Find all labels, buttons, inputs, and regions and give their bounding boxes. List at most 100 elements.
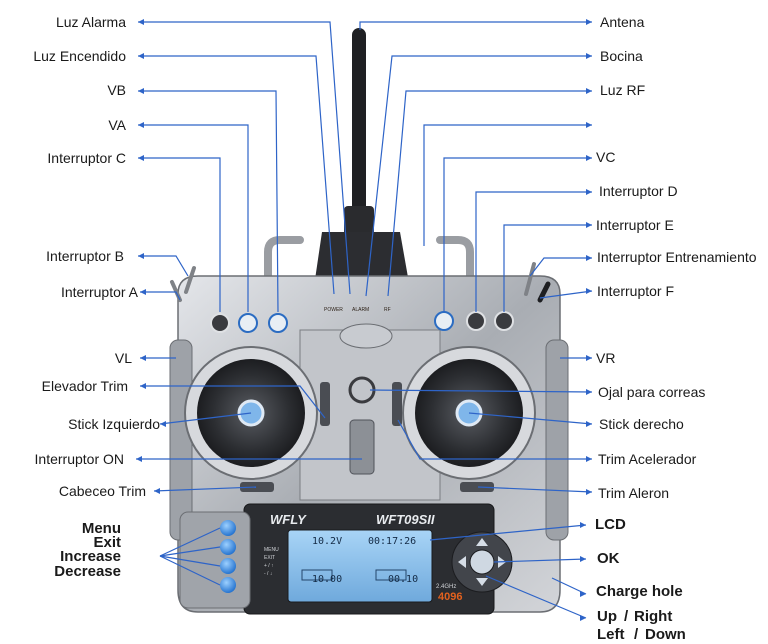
- device-markings: WFLY WFT09SII 4096 2.4GHz POWER ALARM RF…: [264, 307, 462, 603]
- label-stick-derecho: Stick derecho: [599, 416, 684, 432]
- label-interruptor-f: Interruptor F: [597, 283, 675, 299]
- label-vl: VL: [114, 350, 132, 366]
- label-up: Up: [597, 608, 617, 625]
- arrowhead-23: [586, 421, 592, 427]
- arrowhead-26: [580, 522, 586, 528]
- label-right: Right: [634, 608, 673, 625]
- top-switches: [170, 262, 551, 349]
- arrowhead-3: [138, 122, 144, 128]
- lcd-timer: 00:17:26: [368, 536, 416, 547]
- label-ojal-para-correas: Ojal para correas: [598, 384, 706, 400]
- arrowhead-17: [586, 189, 592, 195]
- label-trim-acelerador: Trim Acelerador: [598, 451, 697, 467]
- key-label-exit: EXIT: [264, 555, 275, 561]
- arrowhead-28: [580, 591, 586, 597]
- lcd-voltage: 10.2V: [312, 536, 342, 547]
- leader-va: [138, 124, 249, 312]
- leader-luz-alarma: [138, 21, 351, 295]
- key-label-increase: + / ↑: [264, 563, 274, 569]
- brand-logo: WFLY: [270, 512, 307, 527]
- arrowhead-12: [586, 19, 592, 25]
- label-interruptor-c: Interruptor C: [47, 150, 126, 166]
- label-cabeceo-trim: Cabeceo Trim: [58, 483, 146, 499]
- indicator-alarm: ALARM: [352, 307, 369, 313]
- arrowhead-11: [154, 488, 160, 494]
- arrowhead-10: [136, 456, 142, 462]
- label-trim-aleron: Trim Aleron: [598, 485, 670, 501]
- leader-interruptor-ent: [529, 257, 592, 277]
- label-increase: Increase: [60, 548, 121, 565]
- leader-bocina: [365, 55, 592, 297]
- arrowhead-13: [586, 53, 592, 59]
- arrowhead-15: [586, 122, 592, 128]
- arrowhead-6: [140, 289, 146, 295]
- leader-lines: [136, 19, 593, 621]
- label-ok: OK: [597, 550, 620, 567]
- leader-exit-key: [159, 546, 221, 557]
- label-interruptor-d: Interruptor D: [599, 183, 678, 199]
- leader-luz-rf: [387, 90, 592, 297]
- label-left: Left: [597, 626, 625, 643]
- lcd-value-right: 00.10: [388, 574, 418, 585]
- arrowhead-14: [586, 88, 592, 94]
- key-label-menu: MENU: [264, 547, 279, 553]
- leader-interruptor-f: [539, 290, 593, 299]
- label-slash-1: /: [624, 608, 629, 625]
- arrowhead-27: [580, 556, 586, 562]
- model-number: 4096: [438, 591, 462, 603]
- label-lcd: LCD: [595, 516, 626, 533]
- lcd-value-left: 10.00: [312, 574, 342, 585]
- key-label-decrease: - / ↓: [264, 571, 272, 577]
- leader-interruptor-d: [475, 191, 592, 312]
- leader-luz-encendido: [138, 55, 335, 295]
- label-vc: VC: [596, 149, 616, 165]
- leader-interruptor-a: [140, 291, 181, 301]
- leader-elevador-trim: [140, 385, 326, 419]
- nav-pad: [451, 531, 513, 593]
- label-vb: VB: [107, 82, 126, 98]
- label-interruptor-e: Interruptor E: [596, 217, 674, 233]
- arrowhead-2: [138, 88, 144, 94]
- arrowhead-18: [586, 222, 592, 228]
- label-stick-izquierdo: Stick Izquierdo: [68, 416, 160, 432]
- leader-stick-izquierdo: [159, 412, 252, 425]
- label-luz-alarma: Luz Alarma: [55, 14, 126, 30]
- indicator-rf: RF: [384, 307, 391, 313]
- label-charge-hole: Charge hole: [596, 583, 683, 600]
- leader-luz-rf-2: [423, 124, 592, 246]
- leader-stick-derecho: [468, 412, 593, 425]
- leader-nav: [485, 575, 587, 619]
- leader-vb: [138, 90, 279, 313]
- label-interruptor-entrenamiento: Interruptor Entrenamiento: [597, 249, 757, 265]
- model-name: WFT09SII: [376, 512, 435, 527]
- label-menu: Menu: [81, 520, 121, 537]
- arrowhead-7: [140, 355, 146, 361]
- leader-interruptor-b: [138, 255, 189, 277]
- leader-decrease-key: [159, 555, 221, 586]
- leader-antena: [359, 21, 592, 30]
- label-exit: Exit: [93, 534, 121, 551]
- arrowhead-25: [586, 489, 592, 495]
- arrowhead-1: [138, 53, 144, 59]
- label-elevador-trim: Elevador Trim: [41, 378, 128, 394]
- antenna: [344, 28, 374, 236]
- leader-menu-keys: [159, 527, 221, 557]
- leader-lcd: [429, 524, 587, 541]
- band-text: 2.4GHz: [436, 584, 456, 590]
- arrowhead-8: [140, 383, 146, 389]
- label-luz-encendido: Luz Encendido: [33, 48, 126, 64]
- label-vr: VR: [596, 350, 616, 366]
- arrowhead-21: [586, 355, 592, 361]
- arrowhead-9: [160, 421, 166, 427]
- leader-interruptor-c: [138, 157, 221, 312]
- leader-ojal: [369, 389, 593, 393]
- label-bocina: Bocina: [600, 48, 643, 64]
- label-decrease: Decrease: [54, 563, 121, 580]
- leader-trim-acelerador: [397, 419, 592, 460]
- leader-vc: [443, 157, 592, 312]
- menu-keys: [220, 520, 236, 593]
- label-interruptor-on: Interruptor ON: [34, 451, 124, 467]
- label-interruptor-b: Interruptor B: [46, 248, 124, 264]
